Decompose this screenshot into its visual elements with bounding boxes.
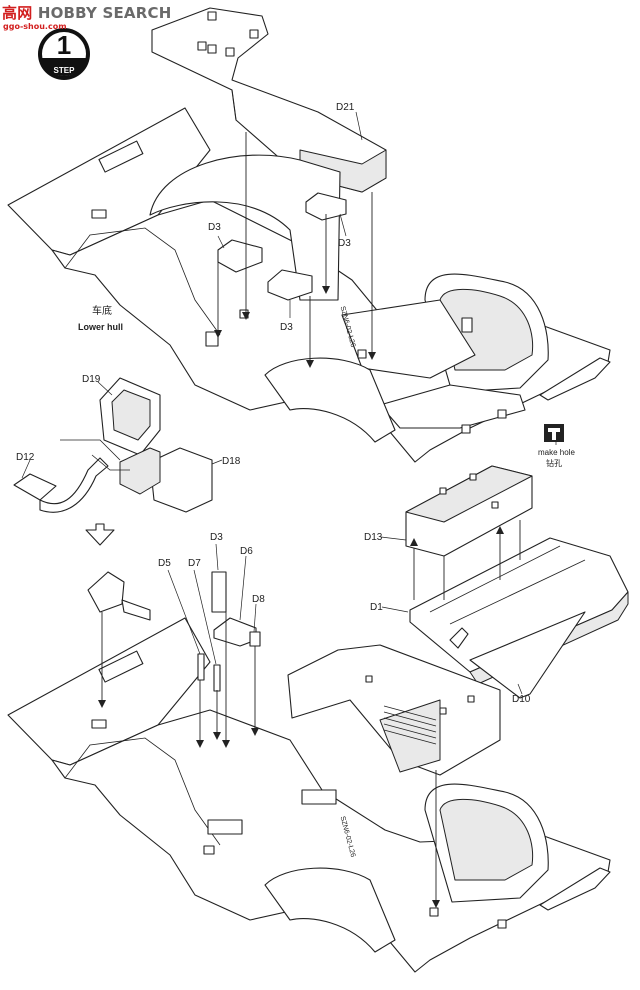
watermark: 高网 HOBBY SEARCH (2, 2, 171, 23)
label-d6: D6 (240, 546, 253, 557)
assembly-arrows-top (214, 132, 376, 368)
label-make-hole-zh: 钻孔 (546, 458, 562, 468)
label-d3-top-middle: D3 (280, 322, 293, 333)
d1-d13-d10-subassembly (405, 465, 629, 699)
label-d18: D18 (222, 456, 241, 467)
step-badge: 1 STEP (38, 28, 90, 80)
part-d3-top-middle (267, 269, 313, 301)
label-lower-hull-en: Lower hull (78, 322, 123, 332)
watermark-url: ggo-shou.com (3, 22, 67, 31)
label-d3-top-left: D3 (208, 222, 221, 233)
label-d13: D13 (364, 532, 383, 543)
down-arrow-icon (85, 523, 115, 546)
lower-hull-bottom: SZN6-02-L26 (7, 617, 611, 973)
watermark-prefix: 高 (2, 4, 18, 22)
label-d19: D19 (82, 374, 101, 385)
part-d3-top-right (305, 192, 347, 221)
lower-hull-top: SZN6-02-L26 (7, 107, 611, 463)
leader-lines (21, 111, 557, 695)
step-number: 1 (57, 30, 71, 60)
step-word: STEP (54, 66, 76, 75)
label-make-hole-en: make hole (538, 448, 575, 457)
part-d21-panel (151, 7, 387, 193)
label-d3-top-right: D3 (338, 238, 351, 249)
pedal-subassembly-small (87, 571, 151, 708)
label-d5: D5 (158, 558, 171, 569)
parts-d5-d7-d3-d6-d8 (196, 571, 440, 908)
label-d7: D7 (188, 558, 201, 569)
engine-block (287, 644, 501, 776)
label-d21: D21 (336, 102, 355, 113)
watermark-zh: 网 (17, 4, 33, 22)
label-d8: D8 (252, 594, 265, 605)
label-lower-hull-zh: 车底 (92, 304, 112, 317)
watermark-site: HOBBY SEARCH (37, 4, 172, 22)
label-d1: D1 (370, 602, 383, 613)
label-d12: D12 (16, 452, 35, 463)
label-d10: D10 (512, 694, 531, 705)
curved-arrow-icon (449, 627, 469, 649)
label-d3-bottom: D3 (210, 532, 223, 543)
make-hole-icon (544, 424, 564, 442)
pedal-subassembly (13, 377, 213, 513)
